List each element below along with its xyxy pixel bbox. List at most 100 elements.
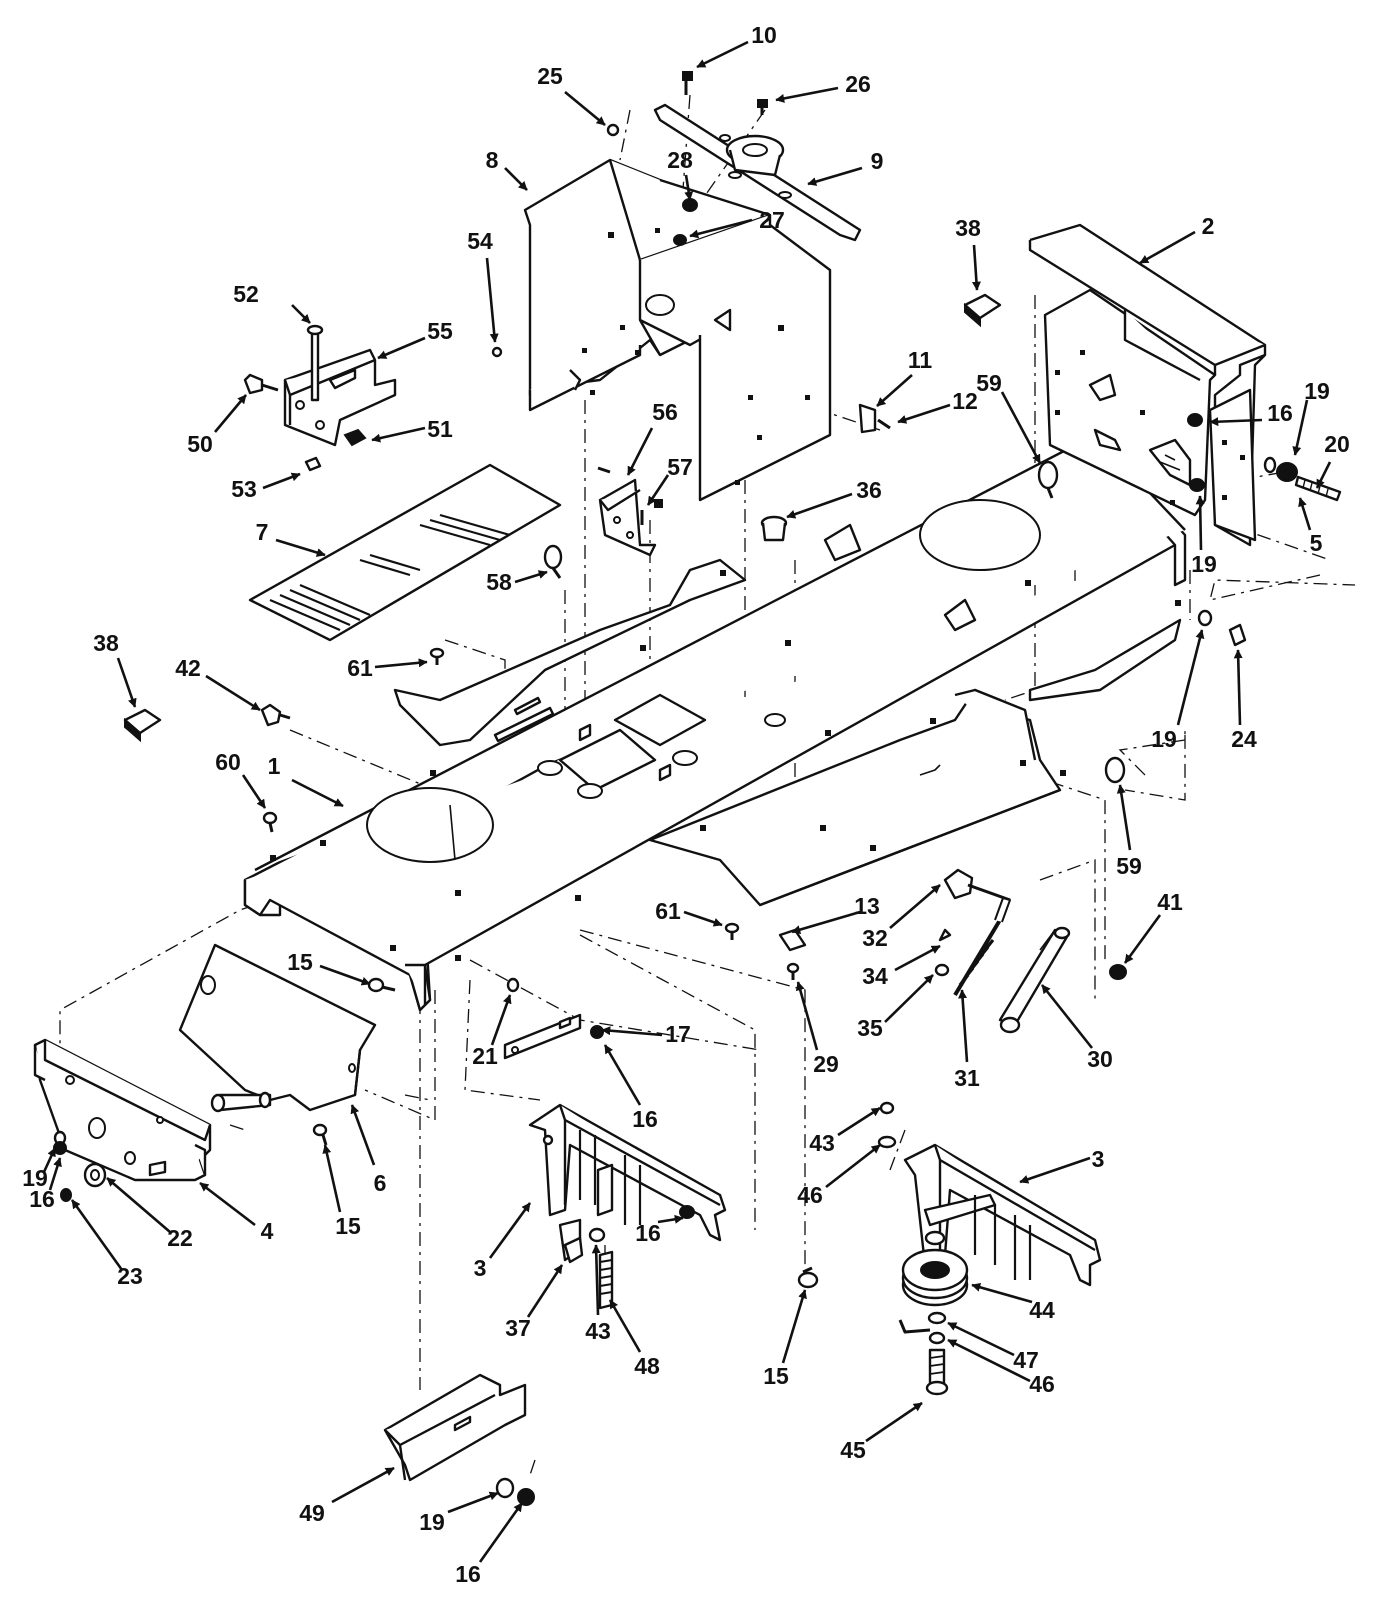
callout-c9: 9 — [807, 148, 883, 186]
support-bracket-part-3-right — [877, 1101, 1102, 1287]
leader-arrow — [322, 1144, 342, 1213]
callout-number: 60 — [215, 749, 241, 775]
callout-c12: 12 — [897, 388, 978, 424]
callout-c5: 5 — [1298, 497, 1323, 556]
bumper-part-38 — [123, 293, 1002, 743]
leader-arrow — [1139, 230, 1196, 265]
leader-arrow — [884, 974, 934, 1023]
leader-arrow — [48, 1157, 62, 1191]
callout-number: 50 — [187, 431, 213, 457]
callout-number: 23 — [117, 1263, 143, 1289]
leader-arrow — [897, 403, 951, 424]
callout-c30: 30 — [1040, 984, 1113, 1072]
callout-c49: 49 — [299, 1466, 395, 1526]
leader-arrow — [958, 989, 969, 1063]
callout-c16a: 16 — [1209, 400, 1293, 427]
callout-c10: 10 — [696, 22, 777, 69]
main-frame-part-1 — [243, 433, 1187, 1012]
callout-c13: 13 — [791, 893, 880, 934]
callout-number: 49 — [299, 1500, 325, 1526]
callout-c11: 11 — [876, 347, 932, 407]
callout-number: 61 — [347, 655, 373, 681]
callout-number: 7 — [256, 519, 269, 545]
leader-arrow — [447, 1491, 499, 1514]
callout-number: 37 — [505, 1315, 531, 1341]
leader-arrow — [591, 1244, 601, 1316]
strap-part-17 — [503, 1013, 582, 1060]
leader-arrow — [791, 910, 861, 934]
leader-arrow — [807, 166, 863, 186]
callout-number: 43 — [585, 1318, 611, 1344]
leader-arrow — [947, 1338, 1031, 1383]
callout-c15c: 15 — [763, 1289, 807, 1389]
callout-number: 19 — [1151, 726, 1177, 752]
callout-c34: 34 — [862, 944, 941, 989]
leader-arrow — [1000, 391, 1042, 464]
leader-arrow — [1123, 914, 1162, 964]
leader-arrow — [947, 1321, 1015, 1357]
callout-number: 44 — [1029, 1297, 1055, 1323]
callout-c46a: 46 — [797, 1143, 881, 1208]
callout-c36: 36 — [786, 477, 882, 519]
callout-number: 1 — [268, 753, 281, 779]
leader-arrow — [1116, 784, 1132, 851]
leader-arrow — [683, 910, 723, 927]
callout-number: 3 — [1092, 1146, 1105, 1172]
callout-c15a: 15 — [287, 949, 371, 986]
bracket-part-37 — [563, 1236, 584, 1264]
tension-rod-assembly — [778, 868, 1127, 1034]
callout-number: 22 — [167, 1225, 193, 1251]
callout-c19a: 19 — [1292, 378, 1330, 456]
callout-number: 48 — [634, 1353, 660, 1379]
callout-c44: 44 — [971, 1282, 1055, 1323]
callout-c1: 1 — [268, 753, 344, 808]
leader-arrow — [106, 1177, 171, 1233]
leader-arrow — [504, 167, 528, 191]
callout-c52: 52 — [233, 281, 311, 324]
bracket-part-55 — [243, 324, 397, 472]
front-hardware — [53, 977, 819, 1289]
leader-arrow — [601, 1026, 663, 1037]
leader-arrow — [1195, 495, 1205, 551]
callout-number: 21 — [472, 1043, 498, 1069]
callout-c31: 31 — [954, 989, 980, 1091]
leader-arrow — [795, 981, 819, 1051]
leader-arrow — [478, 1502, 524, 1563]
bushing-part-36 — [760, 515, 788, 542]
leader-arrow — [825, 1143, 881, 1189]
leader-arrow — [42, 1147, 57, 1173]
leader-arrow — [374, 658, 428, 669]
leader-arrow — [331, 1466, 395, 1504]
front-bracket-part-4 — [33, 1038, 212, 1182]
callout-c56: 56 — [626, 399, 678, 476]
leader-arrow — [319, 964, 371, 986]
callout-number: 34 — [862, 963, 888, 989]
bracket-part-56 — [597, 466, 663, 557]
leader-arrow — [781, 1289, 807, 1364]
top-hardware — [491, 71, 768, 358]
callout-c16d: 16 — [635, 1214, 684, 1246]
callout-number: 26 — [845, 71, 871, 97]
leader-arrow — [865, 1401, 923, 1443]
callout-c53: 53 — [231, 472, 301, 502]
leader-arrow — [689, 218, 753, 239]
rear-bracket-part-49 — [383, 1373, 535, 1506]
leader-arrow — [241, 774, 267, 809]
callout-number: 54 — [467, 228, 493, 254]
callout-number: 8 — [486, 147, 499, 173]
leader-arrow — [291, 778, 344, 808]
callout-number: 5 — [1310, 530, 1323, 556]
callout-number: 59 — [976, 370, 1002, 396]
callout-c59a: 59 — [976, 370, 1042, 464]
callout-c38a: 38 — [955, 215, 981, 291]
callout-c45: 45 — [840, 1401, 923, 1463]
callout-c32: 32 — [862, 884, 941, 951]
idler-pulley-part-44 — [898, 1248, 969, 1396]
callout-number: 15 — [335, 1213, 361, 1239]
leader-arrow — [350, 1104, 376, 1166]
callout-number: 6 — [374, 1170, 387, 1196]
leader-arrow — [603, 1044, 642, 1106]
callout-number: 46 — [1029, 1371, 1055, 1397]
